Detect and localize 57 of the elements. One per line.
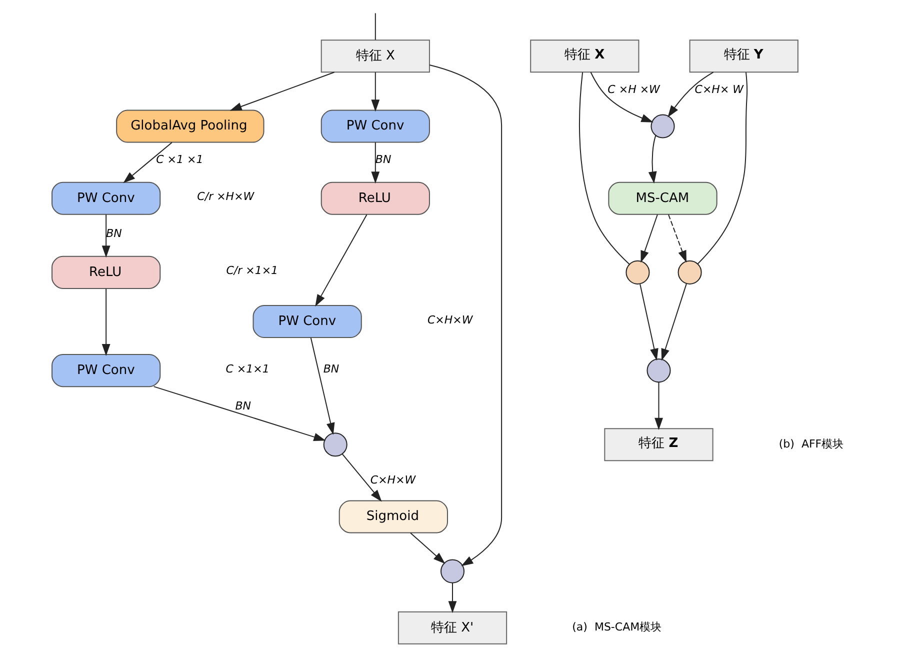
node-box: PW Conv (52, 182, 161, 215)
label: (a) MS-CAM模块 (572, 620, 662, 634)
arrow (429, 64, 502, 566)
arrow (371, 142, 380, 184)
arrow (448, 582, 457, 614)
node-box: 特征 X (320, 40, 430, 73)
node-box: ReLU (320, 182, 430, 215)
label: C/r ×H×W (197, 190, 254, 204)
arrow (668, 72, 714, 118)
arrow (102, 288, 110, 356)
node-box: PW Conv (52, 354, 161, 388)
node-box: PW Conv (320, 110, 430, 143)
arrow (590, 72, 654, 122)
node-box: PW Conv (252, 304, 362, 338)
label: C×H×W (427, 313, 473, 326)
arrow (310, 337, 335, 435)
arrow (371, 72, 380, 112)
node-box: MS-CAM (608, 182, 718, 215)
arrow (123, 142, 172, 184)
node-circle (323, 432, 348, 457)
edge-label: C×H×W (370, 473, 416, 486)
node-circle (440, 559, 465, 584)
node-circle (626, 260, 650, 284)
edge-label: C×H× W (694, 83, 744, 96)
arrow (153, 386, 326, 442)
connector (697, 72, 748, 264)
arrow (640, 214, 658, 263)
node-box: 特征 X (530, 40, 640, 73)
edge-label: C ×1 ×1 (156, 153, 204, 166)
label: C ×1×1 (226, 362, 270, 376)
arrow (654, 382, 663, 430)
node-box: 特征 X' (398, 611, 508, 644)
node-box: ReLU (52, 256, 161, 289)
arrow (102, 214, 110, 258)
arrow (342, 453, 382, 502)
connector (578, 72, 630, 265)
arrow (410, 532, 446, 564)
edge-label: BN (235, 399, 252, 412)
node-box: GlobalAvg Pooling (116, 110, 264, 143)
arrow (661, 283, 687, 361)
arrow (648, 135, 657, 184)
node-box: 特征 Y (689, 40, 798, 73)
node-box: Sigmoid (338, 500, 448, 534)
connector (374, 12, 376, 40)
label: C/r ×1×1 (226, 264, 278, 278)
arrow (640, 284, 658, 361)
edge-label: BN (106, 227, 122, 240)
node-circle (646, 358, 671, 383)
node-circle (650, 114, 675, 138)
edge-label: C ×H ×W (608, 83, 660, 96)
arrow (230, 72, 335, 111)
arrow (315, 214, 368, 307)
arrow (668, 214, 687, 263)
node-box: 特征 Z (604, 428, 714, 462)
label: (b) AFF模块 (778, 437, 844, 450)
node-circle (678, 260, 702, 284)
edge-label: BN (323, 362, 340, 376)
